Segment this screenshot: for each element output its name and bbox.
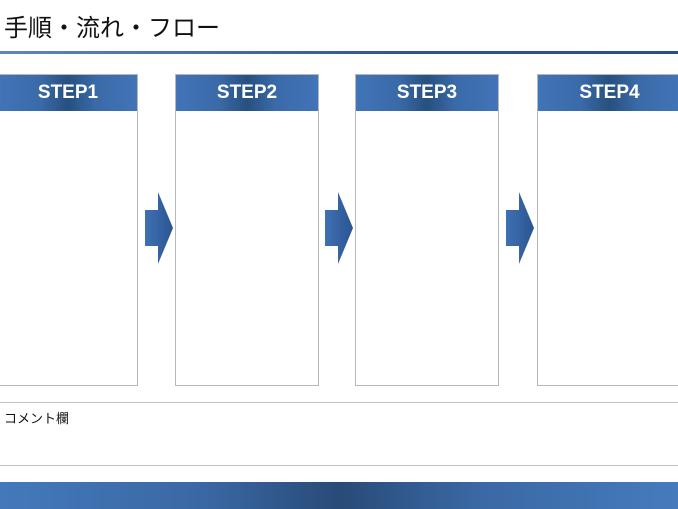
- arrow-right-icon: [506, 192, 534, 264]
- step-header: STEP1: [0, 75, 137, 111]
- step-box-3: STEP3: [355, 74, 499, 386]
- title-divider: [0, 51, 678, 54]
- step-box-4: STEP4: [537, 74, 678, 386]
- step-header: STEP2: [176, 75, 318, 111]
- page-title: 手順・流れ・フロー: [4, 14, 220, 42]
- arrow-right-icon: [145, 192, 173, 264]
- arrow-right-icon: [325, 192, 353, 264]
- step-box-1: STEP1: [0, 74, 138, 386]
- step-header: STEP4: [538, 75, 678, 111]
- comment-box: コメント欄: [0, 402, 678, 466]
- comment-label: コメント欄: [4, 412, 70, 427]
- step-header: STEP3: [356, 75, 498, 111]
- footer-bar: [0, 482, 678, 509]
- step-box-2: STEP2: [175, 74, 319, 386]
